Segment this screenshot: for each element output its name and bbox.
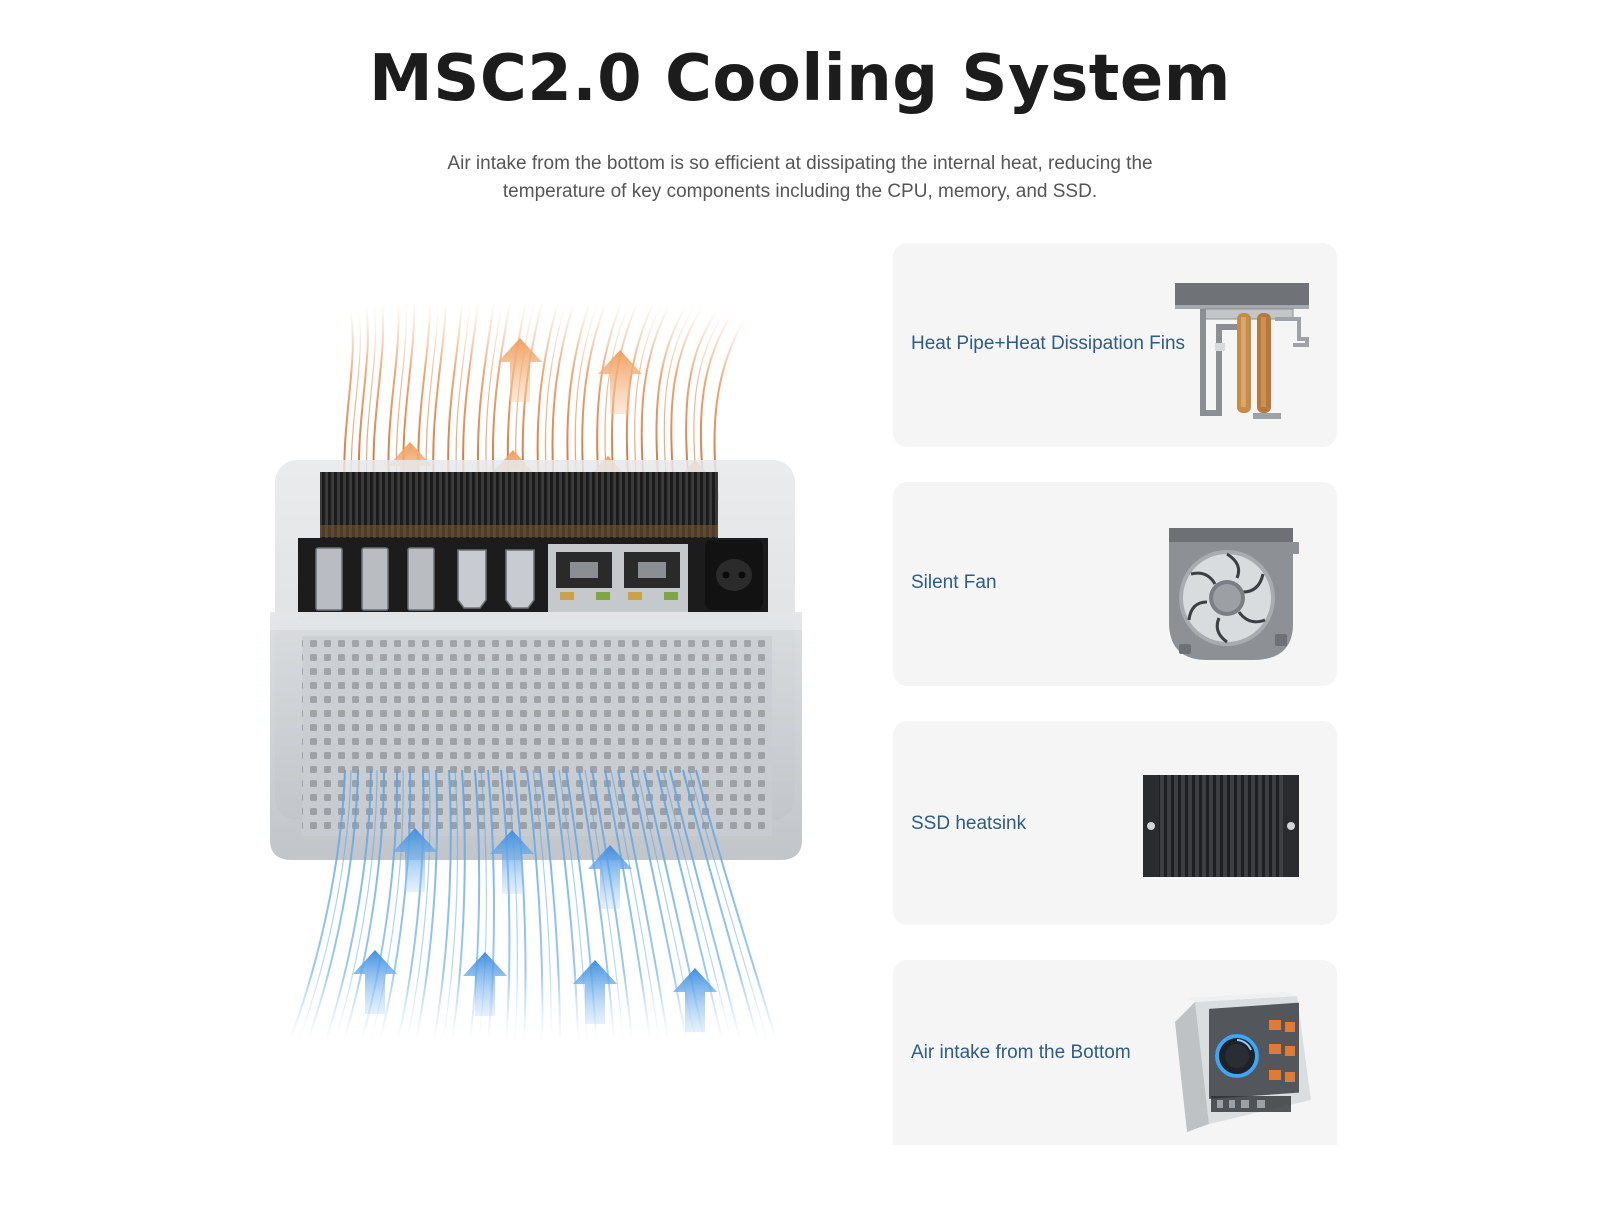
subtitle-line-1: Air intake from the bottom is so efficie… <box>447 153 1153 174</box>
feature-card-heat-pipe: Heat Pipe+Heat Dissipation Fins <box>893 243 1337 447</box>
feature-card-air-intake: Air intake from the Bottom <box>893 960 1337 1145</box>
ssd-heatsink-image <box>1143 771 1303 881</box>
mini-pc-case <box>270 460 802 860</box>
feature-label-heat-pipe: Heat Pipe+Heat Dissipation Fins <box>911 333 1186 354</box>
feature-card-silent-fan: Silent Fan <box>893 482 1337 686</box>
heat-pipe-fins-image <box>1175 283 1315 423</box>
transparent-mini-pc-image <box>1165 992 1315 1142</box>
page-title: MSC2.0 Cooling System <box>369 42 1231 116</box>
page-subtitle: Air intake from the bottom is so efficie… <box>380 150 1220 206</box>
subtitle-line-2: temperature of key components including … <box>502 181 1098 202</box>
feature-label-silent-fan: Silent Fan <box>911 572 997 593</box>
feature-label-ssd-heatsink: SSD heatsink <box>911 813 1027 834</box>
cool-air-arrows <box>353 828 717 1032</box>
feature-card-ssd-heatsink: SSD heatsink <box>893 721 1337 925</box>
mini-pc-airflow-illustration <box>250 300 850 1080</box>
feature-label-air-intake: Air intake from the Bottom <box>911 1042 1131 1063</box>
blower-fan-image <box>1165 524 1305 664</box>
